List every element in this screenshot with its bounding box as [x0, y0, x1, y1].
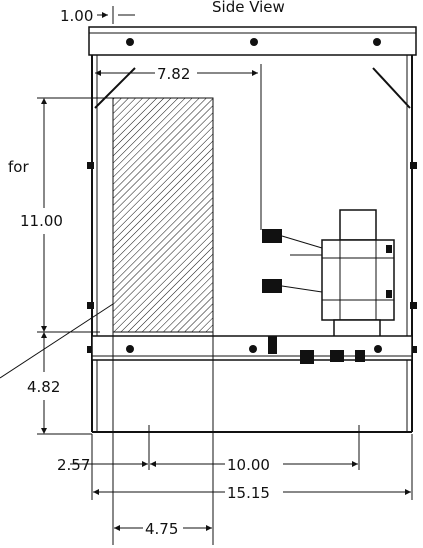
- dim-bottom-inner: 4.75: [114, 520, 212, 538]
- top-rail-bolt-3: [373, 38, 381, 46]
- left-note: for: [8, 158, 29, 176]
- top-rail-bolt-2: [250, 38, 258, 46]
- dim-overall-width: 15.15: [93, 484, 411, 502]
- dim-bottom-span-label: 10.00: [227, 456, 270, 474]
- dim-bottom-span: 10.00: [150, 456, 358, 474]
- dim-top-width-label: 7.82: [157, 65, 190, 83]
- bottom-rail: [91, 335, 413, 364]
- top-rail: [88, 26, 417, 56]
- dim-bottom-left-label: 2.57: [57, 456, 90, 474]
- dim-left-lower: 4.82: [27, 332, 92, 435]
- hatched-panel: [112, 97, 214, 333]
- dim-left-lower-label: 4.82: [27, 378, 60, 396]
- dim-top-offset-label: 1.00: [60, 7, 93, 25]
- side-clips: [87, 162, 417, 353]
- view-title: Side View: [212, 0, 285, 16]
- bottom-rail-bolt-2: [249, 345, 257, 353]
- dim-bottom-left: 2.57: [57, 456, 148, 474]
- dim-overall-width-label: 15.15: [227, 484, 270, 502]
- bottom-rail-bolt-1: [126, 345, 134, 353]
- dim-left-height-label: 11.00: [20, 212, 63, 230]
- top-rail-bolt-1: [126, 38, 134, 46]
- leader-line: [0, 303, 114, 379]
- transformer-assembly: [262, 209, 395, 357]
- dim-top-offset: 1.00: [60, 6, 135, 25]
- dim-left-height: 11.00: [20, 97, 115, 333]
- bottom-rail-bolt-3: [374, 345, 382, 353]
- dim-top-width: 7.82: [95, 64, 262, 230]
- dim-bottom-inner-label: 4.75: [145, 520, 178, 538]
